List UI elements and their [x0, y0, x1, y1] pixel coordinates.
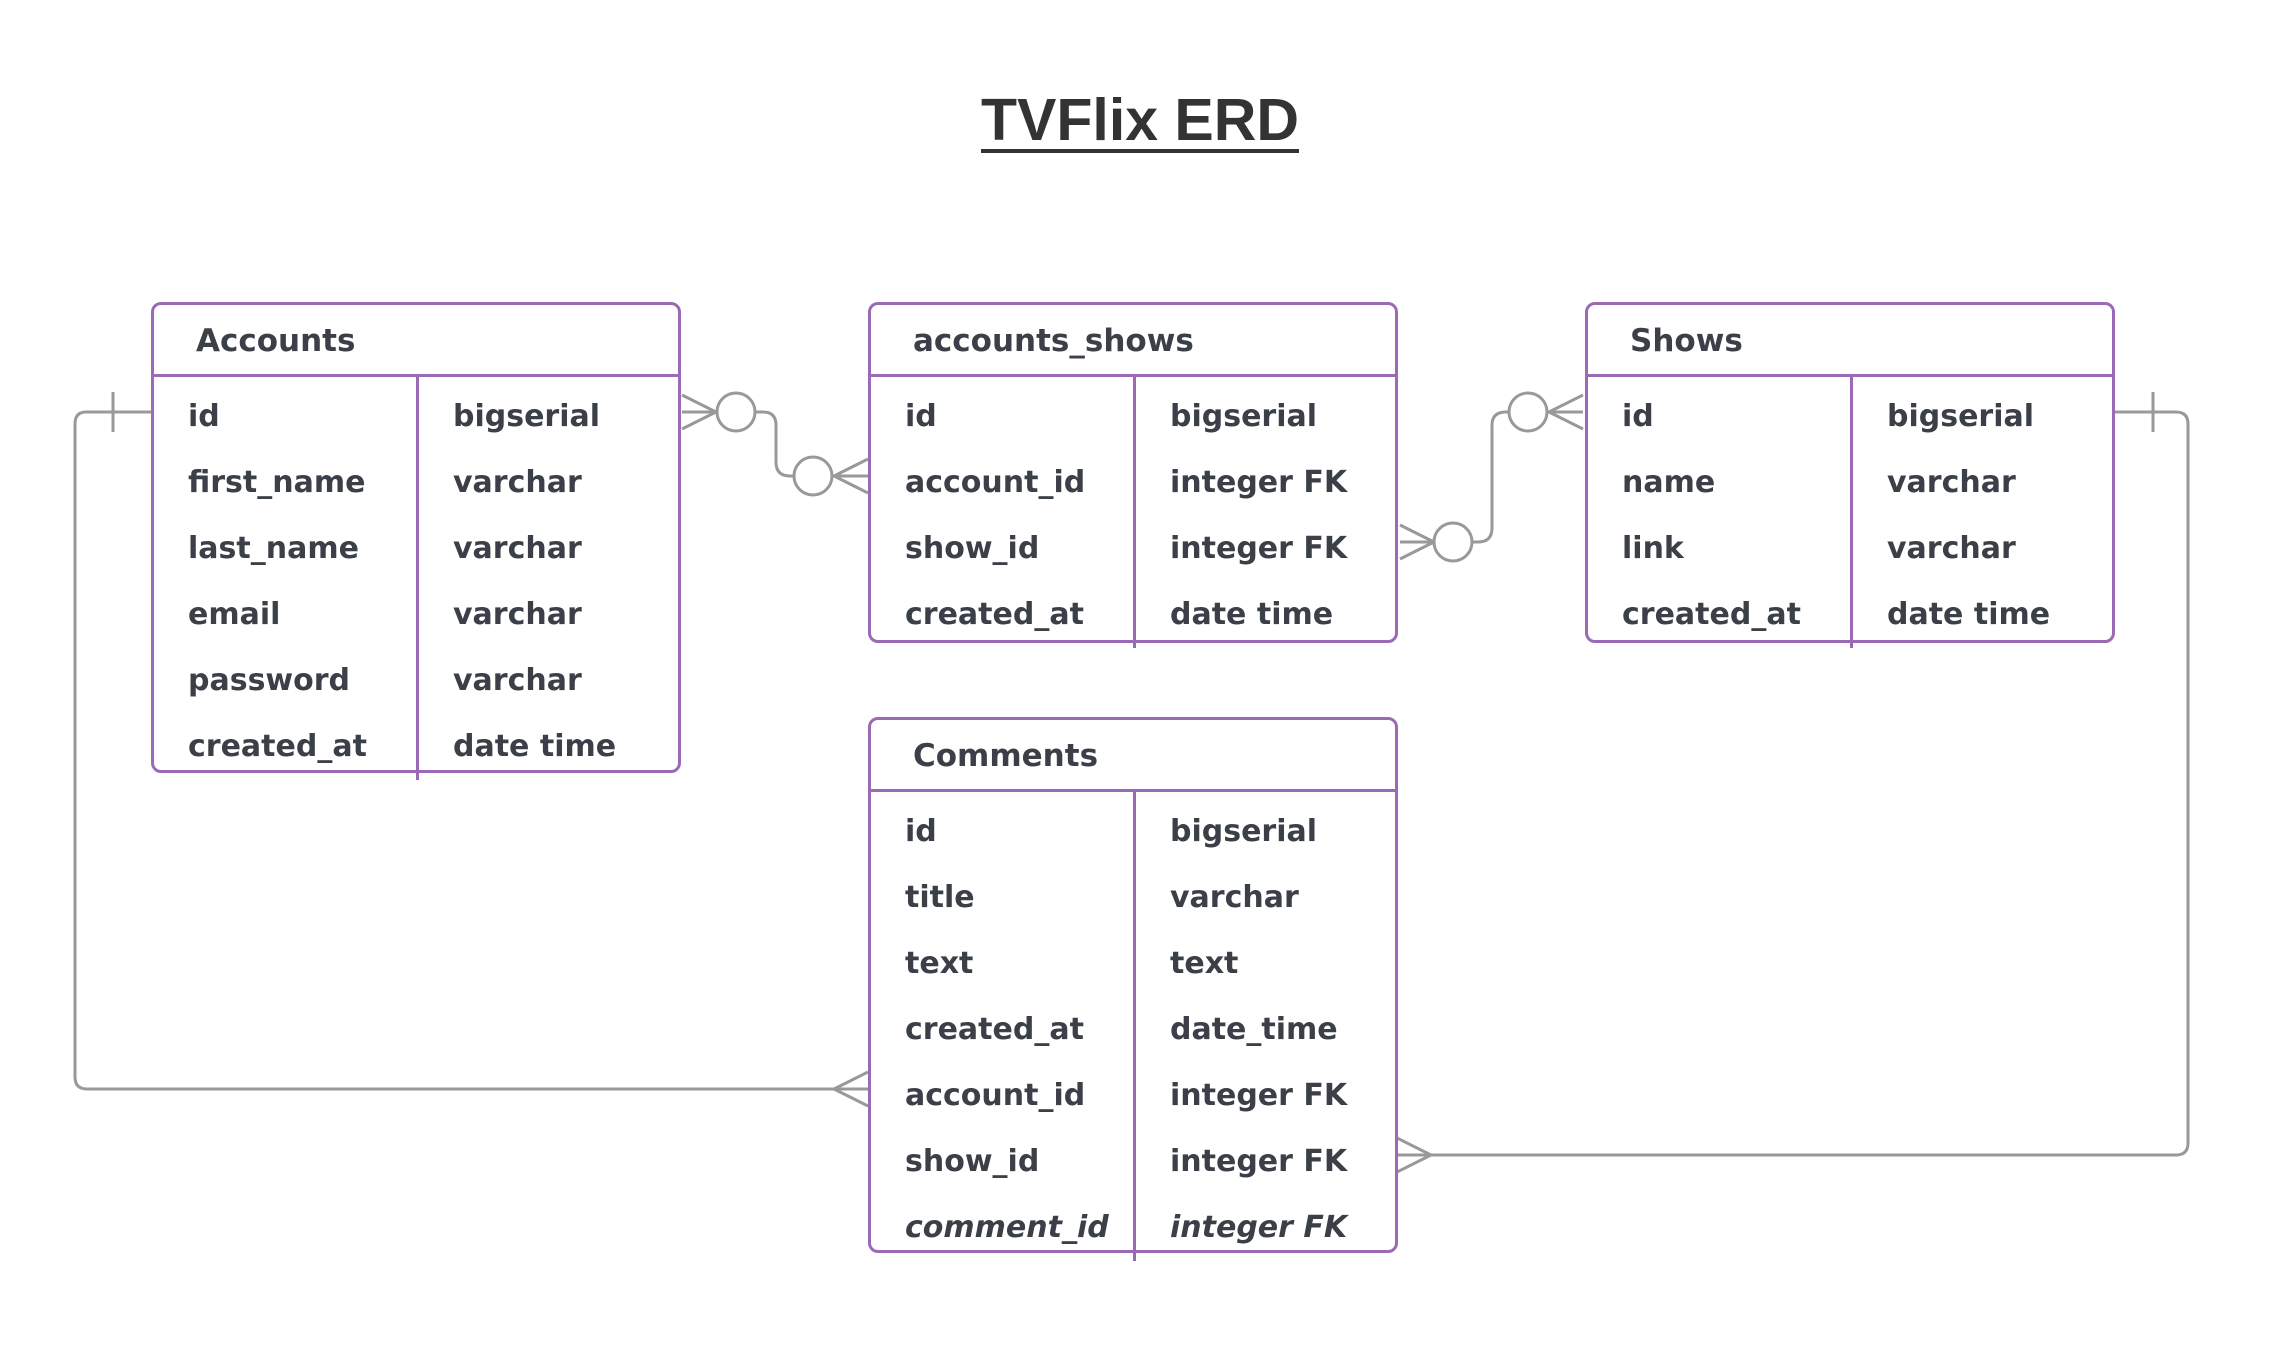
- field-type: bigserial: [453, 399, 601, 434]
- relation-accounts-accounts-shows: [756, 410, 794, 478]
- diagram-title: TVFlix ERD: [981, 87, 1299, 153]
- field-type: date time: [1170, 597, 1334, 632]
- zero-circle-accountsshows-show: [1432, 521, 1474, 563]
- entity-title: Shows: [1588, 305, 2112, 377]
- entity-shows[interactable]: Shows id bigserial name varchar link var…: [1585, 302, 2115, 648]
- field-name: id: [1622, 399, 1654, 434]
- field-type: varchar: [453, 465, 582, 500]
- entity-accounts-shows[interactable]: accounts_shows id bigserial account_id i…: [868, 302, 1398, 648]
- zero-circle-shows: [1507, 391, 1549, 433]
- field-name: account_id: [905, 465, 1086, 500]
- field-name: id: [905, 814, 937, 849]
- entity-title: accounts_shows: [871, 305, 1395, 377]
- field-row[interactable]: id bigserial: [154, 384, 678, 450]
- field-name: id: [188, 399, 220, 434]
- field-name: title: [905, 880, 975, 915]
- crowfoot-comments-account: [832, 1070, 869, 1108]
- field-type: date time: [1887, 597, 2051, 632]
- entity-title: Accounts: [154, 305, 678, 377]
- entity-fields: id bigserial first_name varchar last_nam…: [154, 377, 678, 780]
- field-type: bigserial: [1887, 399, 2035, 434]
- field-type: varchar: [453, 663, 582, 698]
- zero-circle-accountsshows-account: [792, 455, 834, 497]
- field-row[interactable]: show_id integer FK: [871, 1129, 1395, 1195]
- crowfoot-accounts-accountsshows: [681, 393, 718, 431]
- field-row[interactable]: id bigserial: [871, 384, 1395, 450]
- field-row[interactable]: comment_id integer FK: [871, 1195, 1395, 1261]
- field-type: text: [1170, 946, 1239, 981]
- relation-shows-comments: [1397, 410, 2190, 1157]
- field-type: integer FK: [1170, 1144, 1348, 1179]
- field-name: show_id: [905, 531, 1040, 566]
- field-row[interactable]: first_name varchar: [154, 450, 678, 516]
- field-type: integer FK: [1170, 1078, 1348, 1113]
- field-type: varchar: [453, 531, 582, 566]
- zero-circle-accounts: [715, 391, 757, 433]
- field-name: created_at: [905, 1012, 1084, 1047]
- relation-accounts-comments: [73, 410, 868, 1091]
- field-row[interactable]: title varchar: [871, 865, 1395, 931]
- field-name: show_id: [905, 1144, 1040, 1179]
- field-row[interactable]: link varchar: [1588, 516, 2112, 582]
- field-type: varchar: [453, 597, 582, 632]
- field-type: varchar: [1887, 531, 2016, 566]
- entity-fields: id bigserial name varchar link varchar c…: [1588, 377, 2112, 648]
- field-row[interactable]: show_id integer FK: [871, 516, 1395, 582]
- field-type: date_time: [1170, 1012, 1338, 1047]
- field-name: created_at: [905, 597, 1084, 632]
- field-type: integer FK: [1170, 531, 1348, 566]
- field-row[interactable]: id bigserial: [871, 799, 1395, 865]
- relation-accounts-shows-shows: [1472, 410, 1508, 544]
- field-type: varchar: [1887, 465, 2016, 500]
- field-row[interactable]: password varchar: [154, 648, 678, 714]
- entity-fields: id bigserial account_id integer FK show_…: [871, 377, 1395, 648]
- field-name: last_name: [188, 531, 359, 566]
- field-name: email: [188, 597, 281, 632]
- field-row[interactable]: created_at date time: [1588, 582, 2112, 648]
- field-row[interactable]: account_id integer FK: [871, 1063, 1395, 1129]
- entity-accounts[interactable]: Accounts id bigserial first_name varchar…: [151, 302, 681, 780]
- field-name: created_at: [1622, 597, 1801, 632]
- entity-title: Comments: [871, 720, 1395, 792]
- field-row[interactable]: last_name varchar: [154, 516, 678, 582]
- field-type: integer FK: [1170, 465, 1348, 500]
- field-type: bigserial: [1170, 814, 1318, 849]
- field-name: first_name: [188, 465, 366, 500]
- field-row[interactable]: created_at date time: [154, 714, 678, 780]
- field-name: name: [1622, 465, 1716, 500]
- field-name: id: [905, 399, 937, 434]
- field-type: integer FK: [1170, 1210, 1348, 1245]
- field-row[interactable]: email varchar: [154, 582, 678, 648]
- field-name: comment_id: [905, 1210, 1109, 1245]
- crowfoot-shows-id: [1547, 393, 1584, 431]
- field-type: date time: [453, 729, 617, 764]
- field-row[interactable]: created_at date_time: [871, 997, 1395, 1063]
- crowfoot-accountsshows-show: [1399, 523, 1436, 561]
- crowfoot-accountsshows-account: [832, 457, 869, 495]
- field-type: bigserial: [1170, 399, 1318, 434]
- field-row[interactable]: id bigserial: [1588, 384, 2112, 450]
- field-row[interactable]: name varchar: [1588, 450, 2112, 516]
- field-name: created_at: [188, 729, 367, 764]
- crowfoot-comments-show: [1396, 1136, 1433, 1174]
- field-name: account_id: [905, 1078, 1086, 1113]
- field-row[interactable]: account_id integer FK: [871, 450, 1395, 516]
- field-name: password: [188, 663, 351, 698]
- entity-comments[interactable]: Comments id bigserial title varchar text…: [868, 717, 1398, 1261]
- entity-fields: id bigserial title varchar text text cre…: [871, 792, 1395, 1261]
- field-row[interactable]: created_at date time: [871, 582, 1395, 648]
- field-type: varchar: [1170, 880, 1299, 915]
- field-name: text: [905, 946, 974, 981]
- field-name: link: [1622, 531, 1684, 566]
- field-row[interactable]: text text: [871, 931, 1395, 997]
